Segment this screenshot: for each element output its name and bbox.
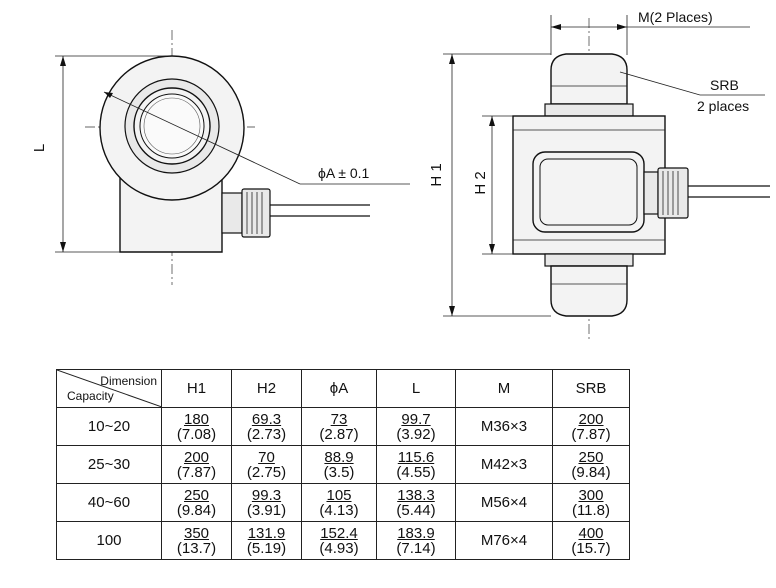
cell-l-metric: 138.3 bbox=[397, 486, 435, 504]
cell-h1-metric: 250 bbox=[183, 486, 210, 504]
cell-srb: 300(11.8) bbox=[552, 483, 630, 522]
cell-h1-metric: 180 bbox=[183, 410, 210, 428]
cell-phi-a-metric: 88.9 bbox=[324, 448, 354, 466]
cell-srb-metric: 400 bbox=[578, 524, 604, 542]
label-srb-places: 2 places bbox=[697, 98, 749, 114]
corner-diagonal bbox=[57, 370, 162, 407]
cell-phi-a-metric: 105 bbox=[326, 486, 352, 504]
cell-h1: 180(7.08) bbox=[161, 407, 232, 446]
label-m-places: M(2 Places) bbox=[638, 9, 713, 25]
cell-phi-a: 105(4.13) bbox=[301, 483, 377, 522]
top-view: L ϕA ± 0.1 bbox=[31, 30, 410, 285]
header-srb: SRB bbox=[552, 369, 630, 408]
cell-h1-imperial: (7.87) bbox=[176, 463, 217, 481]
cell-phi-a-imperial: (4.93) bbox=[319, 539, 359, 557]
label-h2: H 2 bbox=[472, 171, 489, 194]
cell-phi-a: 152.4(4.93) bbox=[301, 521, 377, 560]
cell-srb-imperial: (9.84) bbox=[571, 463, 611, 481]
cell-l: 99.7(3.92) bbox=[376, 407, 456, 446]
header-h1: H1 bbox=[161, 369, 232, 408]
cell-h2: 70(2.75) bbox=[231, 445, 302, 484]
cell-h1: 350(13.7) bbox=[161, 521, 232, 560]
cell-srb-metric: 300 bbox=[578, 486, 604, 504]
side-view: M(2 Places) SRB 2 places H 1 H 2 bbox=[428, 9, 770, 340]
corner-capacity-label: Capacity bbox=[67, 389, 114, 403]
header-l: L bbox=[376, 369, 456, 408]
cell-phi-a-metric: 152.4 bbox=[320, 524, 358, 542]
label-l: L bbox=[31, 144, 48, 152]
cell-srb: 400(15.7) bbox=[552, 521, 630, 560]
cell-h2-imperial: (5.19) bbox=[246, 539, 287, 557]
cell-capacity: 10~20 bbox=[56, 407, 162, 446]
cell-l-imperial: (3.92) bbox=[396, 425, 436, 443]
label-srb: SRB bbox=[710, 77, 739, 93]
cell-srb-imperial: (7.87) bbox=[571, 425, 611, 443]
cell-l: 115.6(4.55) bbox=[376, 445, 456, 484]
cell-h2-imperial: (2.75) bbox=[246, 463, 287, 481]
corner-dimension-label: Dimension bbox=[100, 374, 157, 388]
cell-phi-a: 88.9(3.5) bbox=[301, 445, 377, 484]
cell-l: 183.9(7.14) bbox=[376, 521, 456, 560]
cell-h2-metric: 131.9 bbox=[247, 524, 286, 542]
header-m: M bbox=[455, 369, 553, 408]
cell-phi-a-imperial: (3.5) bbox=[323, 463, 355, 481]
cell-srb-metric: 200 bbox=[578, 410, 604, 428]
cell-h1-metric: 350 bbox=[183, 524, 210, 542]
cell-phi-a: 73(2.87) bbox=[301, 407, 377, 446]
cell-srb-imperial: (15.7) bbox=[571, 539, 611, 557]
header-phi-a: ϕA bbox=[301, 369, 377, 408]
cell-h2-metric: 70 bbox=[258, 448, 275, 466]
cell-l-metric: 99.7 bbox=[401, 410, 431, 428]
label-h1: H 1 bbox=[428, 163, 445, 186]
cell-h2: 99.3(3.91) bbox=[231, 483, 302, 522]
cell-h2: 69.3(2.73) bbox=[231, 407, 302, 446]
cell-h1-imperial: (13.7) bbox=[176, 539, 217, 557]
corner-cell: Dimension Capacity bbox=[56, 369, 162, 408]
cell-l-imperial: (7.14) bbox=[396, 539, 436, 557]
cell-capacity: 25~30 bbox=[56, 445, 162, 484]
header-h2: H2 bbox=[231, 369, 302, 408]
spec-table: Dimension Capacity H1 H2 ϕA L M SRB 10~2… bbox=[56, 369, 630, 560]
cell-l-imperial: (5.44) bbox=[396, 501, 436, 519]
cell-m: M36×3 bbox=[455, 407, 553, 446]
cell-l-metric: 183.9 bbox=[397, 524, 435, 542]
cell-l: 138.3(5.44) bbox=[376, 483, 456, 522]
cell-h1-imperial: (9.84) bbox=[176, 501, 217, 519]
cell-capacity: 40~60 bbox=[56, 483, 162, 522]
cell-srb: 200(7.87) bbox=[552, 407, 630, 446]
cell-m: M76×4 bbox=[455, 521, 553, 560]
cell-srb-metric: 250 bbox=[578, 448, 604, 466]
cell-h2: 131.9(5.19) bbox=[231, 521, 302, 560]
label-phi-a: ϕA ± 0.1 bbox=[318, 165, 370, 181]
cell-l-metric: 115.6 bbox=[397, 448, 435, 466]
cell-h1: 250(9.84) bbox=[161, 483, 232, 522]
cell-h2-metric: 69.3 bbox=[251, 410, 282, 428]
cell-phi-a-imperial: (2.87) bbox=[319, 425, 359, 443]
cell-h1-imperial: (7.08) bbox=[176, 425, 217, 443]
table-header-row: Dimension Capacity H1 H2 ϕA L M SRB bbox=[56, 369, 630, 408]
cell-srb: 250(9.84) bbox=[552, 445, 630, 484]
cell-m: M42×3 bbox=[455, 445, 553, 484]
cell-l-imperial: (4.55) bbox=[396, 463, 436, 481]
cell-h1-metric: 200 bbox=[183, 448, 210, 466]
cell-h2-imperial: (3.91) bbox=[246, 501, 287, 519]
cell-phi-a-imperial: (4.13) bbox=[319, 501, 359, 519]
cell-h2-metric: 99.3 bbox=[251, 486, 282, 504]
technical-drawing: L ϕA ± 0.1 bbox=[31, 9, 770, 340]
cell-capacity: 100 bbox=[56, 521, 162, 560]
cell-h2-imperial: (2.73) bbox=[246, 425, 287, 443]
cell-m: M56×4 bbox=[455, 483, 553, 522]
cell-h1: 200(7.87) bbox=[161, 445, 232, 484]
cell-phi-a-metric: 73 bbox=[330, 410, 348, 428]
cell-srb-imperial: (11.8) bbox=[571, 501, 611, 519]
